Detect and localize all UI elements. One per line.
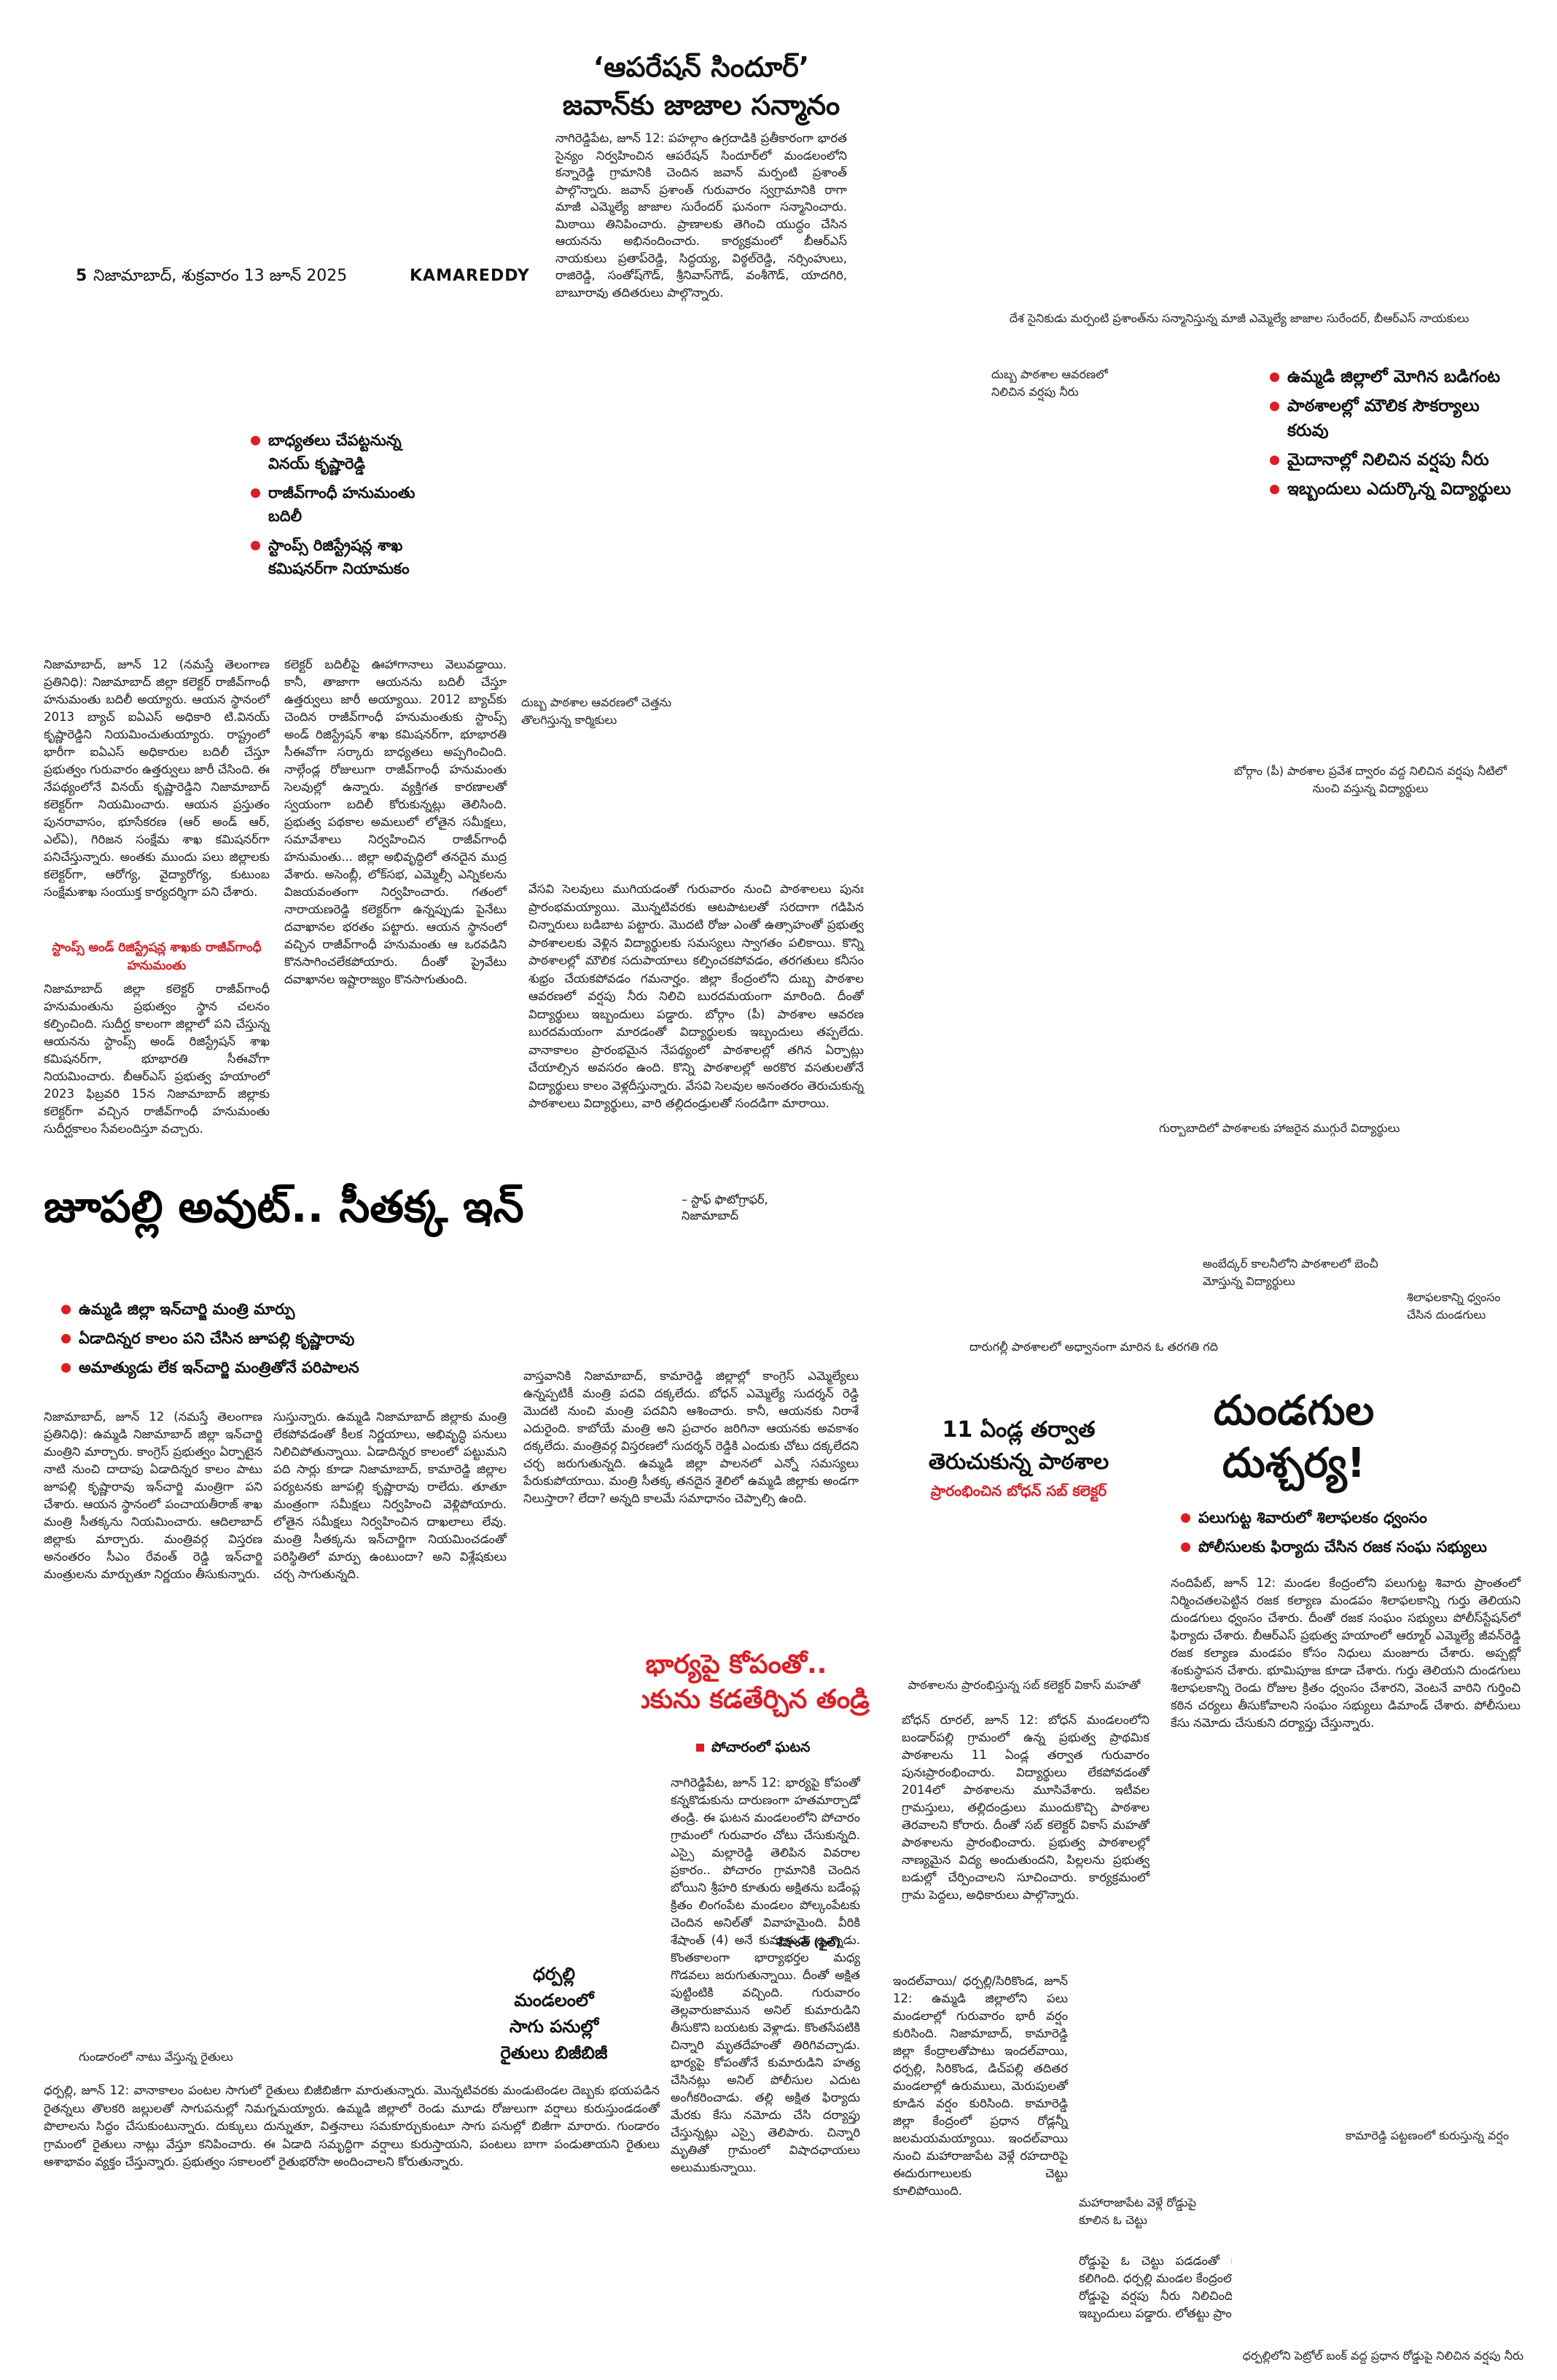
wife-title: భార్యపై కోపంతో.. కొడుకును కడతేర్చిన తండ్… — [590, 1647, 882, 1717]
jupally-bullet-1: ఉమ్మడి జిల్లా ఇన్‌చార్జి మంత్రి మార్పు — [60, 1298, 468, 1321]
reopen-title-line2: తెరుచుకున్న పాఠశాల — [928, 1449, 1109, 1475]
operation-caption: దేశ సైనికుడు మర్పంటి ప్రశాంత్‌ను సన్మాని… — [1009, 311, 1470, 325]
collector-bullet-2: రాజీవ్‌గాంధీ హనుమంతు బదిలీ — [249, 481, 424, 528]
wife-photo — [707, 1800, 853, 1946]
jupally-col3: వాస్తవానికి నిజామాబాద్, కామారెడ్డి జిల్ల… — [523, 1369, 859, 1505]
reopen-body: బోధన్ రూరల్, జూన్ 12: బోధన్ మండలంలోని బం… — [902, 1713, 1150, 1902]
vandal-title-line1: దుండగుల — [1213, 1387, 1375, 1435]
dharpally-caption: గుండారంలో నాటు వేస్తున్న రైతులు — [79, 2050, 233, 2064]
vandal-bullet-2: పోలీసులకు ఫిర్యాదు చేసిన రజక సంఘ సభ్యులు — [1179, 1535, 1522, 1558]
wife-photo-caption: శేషాంత్ (ఫైల్) — [776, 1935, 841, 1949]
vandal-title: దుండగుల దుశ్చర్య! — [1174, 1385, 1414, 1490]
rain-col1: ఇందల్‌వాయి/ ధర్పల్లి/సిరికొండ, జూన్ 12: … — [893, 1974, 1068, 2198]
school-caption-rain: దుబ్బ పాఠశాల ఆవరణలో నిలిచిన వర్షపు నీరు — [991, 367, 1108, 399]
vandal-bullets: పలుగుట్ట శివారులో శిలాఫలకం ధ్వంసం పోలీసు… — [1179, 1506, 1522, 1564]
collector-bullet-1: బాధ్యతలు చేపట్టనున్న వినయ్ కృష్ణారెడ్డి — [249, 429, 424, 475]
dharpally-body: ధర్పల్లి, జూన్ 12: వానాకాలం పంటల సాగులో … — [44, 2083, 660, 2169]
school-bullet-1: ఉమ్మడి జిల్లాలో మోగిన బడిగంట — [1268, 364, 1516, 389]
jupally-photo — [474, 1268, 882, 1378]
reopen-title: 11 ఏండ్ల తర్వాత తెరుచుకున్న పాఠశాల ప్రార… — [893, 1414, 1144, 1503]
reopen-photo — [893, 1523, 1141, 1669]
jupally-col1: నిజామాబాద్, జూన్ 12 (నమస్తే తెలంగాణ ప్రత… — [44, 1410, 262, 1581]
wife-tag-text: పోచారంలో ఘటన — [711, 1739, 811, 1755]
school-credit: – స్టాఫ్ ఫొటోగ్రాఫర్, నిజామాబాద్ — [682, 1193, 768, 1222]
collector-col1: నిజామాబాద్, జూన్ 12 (నమస్తే తెలంగాణ ప్రత… — [44, 658, 270, 899]
school-photo-ambedkar — [897, 1203, 1334, 1334]
wife-tag: పోచారంలో ఘటన — [696, 1739, 810, 1759]
dharpally-title-line3: సాగు పనుల్లో — [509, 2016, 599, 2037]
operation-photo — [915, 7, 1527, 299]
school-photo-rain — [882, 343, 1261, 576]
school-photo-gurubabadi — [897, 897, 1523, 1188]
operation-title-line1: ‘ఆపరేషన్ సిందూర్’ — [593, 51, 810, 83]
school-photo-drums — [510, 656, 889, 867]
wife-title-line2: కొడుకును కడతేర్చిన తండ్రి — [603, 1685, 870, 1714]
jupally-bullet-3: అమాత్యుడు లేక ఇన్‌చార్జి మంత్రితోనే పరిప… — [60, 1356, 468, 1379]
school-caption-drums: దుబ్బ పాఠశాల ఆవరణలో చెత్తను తొలగిస్తున్న… — [521, 695, 672, 727]
school-bullets: ఉమ్మడి జిల్లాలో మోగిన బడిగంట పాఠశాలల్లో … — [1268, 364, 1516, 506]
vandal-bullet-1: పలుగుట్ట శివారులో శిలాఫలకం ధ్వంసం — [1179, 1506, 1522, 1529]
reopen-subtitle: ప్రారంభించిన బోధన్ సబ్ కలెక్టర్ — [930, 1482, 1107, 1499]
vandal-body: నందిపేట్, జూన్ 12: మండల కేంద్రంలోని పలుగ… — [1171, 1576, 1521, 1730]
rain-photo-kamareddy — [893, 1968, 1520, 2158]
school-caption-bodhan: బోర్గాం (పీ) పాఠశాల ప్రవేశ ద్వారం వద్ద న… — [1233, 764, 1507, 795]
school-bullet-2: పాఠశాలల్లో మౌలిక సౌకర్యాలు కరువు — [1268, 394, 1516, 443]
wife-tag-dot — [696, 1744, 704, 1752]
collector-photo-right — [423, 306, 532, 641]
operation-story: ‘ఆపరేషన్ సిందూర్’ జవాన్‌కు జాజాల సన్మానం — [555, 48, 847, 124]
wife-body: నాగిరెడ్డిపేట, జూన్ 12: భార్యపై కోపంతో క… — [671, 1776, 860, 2174]
school-caption-gurubabadi: గుర్బాబాదిలో పాఠశాలకు హాజరైన ముగ్గురే వి… — [1159, 1121, 1400, 1135]
collector-bullet-3: స్టాంప్స్ రిజిస్ట్రేషన్ల శాఖ కమిషనర్‌గా … — [249, 534, 424, 580]
rain-caption-tree: మహారాజాపేట వెళ్లే రోడ్డుపై కూలిన ఓ చెట్ట… — [1079, 2196, 1196, 2227]
rain-caption-road: ధర్పల్లిలోని పెట్రోల్ బంక్ వద్ద ప్రధాన ర… — [1242, 2349, 1523, 2363]
reopen-caption: పాఠశాలను ప్రారంభిస్తున్న సబ్ కలెక్టర్ వి… — [908, 1678, 1141, 1692]
dharpally-title-line4: రైతులు బిజీబిజీ — [500, 2042, 608, 2063]
operation-body: నాగిరెడ్డిపేట, జూన్ 12: పహల్గాం ఉగ్రదాడి… — [555, 131, 847, 300]
rain-photo-road — [1232, 2158, 1520, 2333]
dateline: నిజామాబాద్, శుక్రవారం 13 జూన్ 2025 — [93, 267, 348, 285]
school-bullet-4: ఇబ్బందులు ఎదుర్కొన్న విద్యార్థులు — [1268, 477, 1516, 502]
dharpally-photo — [44, 1669, 641, 2063]
school-photo-bodhan — [897, 590, 1523, 882]
collector-photo-left — [66, 306, 241, 641]
collector-col1b: నిజామాబాద్ జిల్లా కలెక్టర్ రాజీవ్‌గాంధీ … — [44, 982, 270, 1136]
page-number: 5 — [76, 267, 87, 285]
vandal-title-line2: దుశ్చర్య! — [1222, 1440, 1366, 1487]
reopen-title-line1: 11 ఏండ్ల తర్వాత — [942, 1417, 1096, 1443]
collector-subhead: స్టాంప్స్ అండ్ రిజిస్ట్రేషన్ల శాఖకు రాజీ… — [52, 940, 262, 973]
operation-title-line2: జవాన్‌కు జాజాల సన్మానం — [562, 89, 840, 121]
rain-caption-kamareddy: కామారెడ్డి పట్టణంలో కురుస్తున్న వర్షం — [1345, 2129, 1509, 2142]
school-caption-shilaphalakam: శిలాఫలకాన్ని ధ్వంసం చేసిన దుండగులు — [1407, 1290, 1501, 1322]
school-caption-darugalli: దారుగల్లీ పాఠశాలలో అధ్వానంగా మారిన ఓ తరగ… — [969, 1340, 1218, 1354]
dharpally-title-line2: మండలంలో — [514, 1990, 594, 2010]
school-caption-ambedkar: అంబేద్కర్ కాలనీలోని పాఠశాలలో బెంచీ మోస్త… — [1203, 1257, 1378, 1288]
wife-title-line1: భార్యపై కోపంతో.. — [645, 1650, 827, 1679]
dharpally-title-line1: ధర్పల్లి — [532, 1964, 576, 1984]
school-photo-darugalli — [897, 1327, 1523, 1392]
school-body: వేసవి సెలవులు ముగియడంతో గురువారం నుంచి ప… — [528, 882, 864, 1110]
dharpally-title: ధర్పల్లి మండలంలో సాగు పనుల్లో రైతులు బిజ… — [452, 1961, 656, 2066]
school-bullet-3: మైదానాల్లో నిలిచిన వర్షపు నీరు — [1268, 448, 1516, 472]
collector-bullets: బాధ్యతలు చేపట్టనున్న వినయ్ కృష్ణారెడ్డి … — [249, 429, 424, 586]
operation-title: ‘ఆపరేషన్ సిందూర్’ జవాన్‌కు జాజాల సన్మానం — [555, 48, 847, 124]
collector-col2: కలెక్టర్ బదిలీపై ఊహాగానాలు వెలువడ్డాయి. … — [284, 658, 507, 986]
jupally-headline: జూపల్లి అవుట్.. సీతక్క ఇన్ — [44, 1182, 524, 1233]
edition-label: KAMAREDDY — [410, 267, 530, 285]
jupally-bullets: ఉమ్మడి జిల్లా ఇన్‌చార్జి మంత్రి మార్పు ఏ… — [60, 1298, 468, 1385]
jupally-col2: సుస్తున్నారు. ఉమ్మడి నిజామాబాద్ జిల్లాకు… — [273, 1410, 507, 1581]
jupally-bullet-2: ఏడాదిన్నర కాలం పని చేసిన జూపల్లి కృష్ణార… — [60, 1327, 468, 1350]
